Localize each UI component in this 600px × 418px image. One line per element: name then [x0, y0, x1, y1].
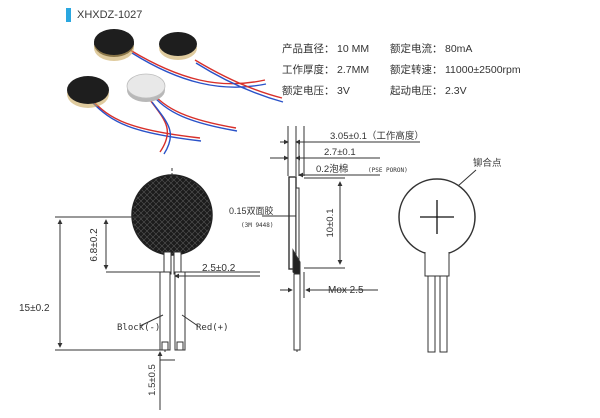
tape-label: 0.15双面胶: [229, 205, 274, 216]
spec-current: 额定电流：80mA: [390, 43, 473, 55]
wire-red-label: Red(+): [196, 323, 229, 333]
model-label: XHXDZ-1027: [77, 9, 143, 21]
dim-total-label: 15±0.2: [19, 303, 50, 314]
side-view: [262, 126, 420, 352]
dim-thick-label: 2.7±0.1: [324, 147, 356, 158]
dim-work-label: 3.05±0.1（工作高度）: [330, 130, 424, 142]
model-header: XHXDZ-1027: [66, 8, 142, 22]
wire-black-label: Block(-): [117, 323, 160, 333]
back-view: [398, 169, 477, 353]
dim-wire-label: 1.5±0.5: [147, 364, 158, 396]
dim-max-label: Mox 2.5: [328, 285, 364, 296]
spec-speed: 额定转速：11000±2500rpm: [390, 64, 521, 76]
dim-foam-label: 0.2泡棉: [316, 163, 348, 175]
dim-head-label: 6.8±0.2: [89, 228, 100, 262]
accent-bar: [66, 8, 71, 22]
dim-pitch-label: 2.5±0.2: [202, 263, 236, 274]
spec-start-voltage: 起动电压：2.3V: [390, 85, 467, 97]
tape-note: (3M 9448): [241, 222, 274, 229]
dim-dia-label: 10±0.1: [325, 209, 336, 238]
spec-thickness: 工作厚度：2.7MM: [282, 64, 370, 76]
product-photo: [67, 29, 284, 155]
spec-diameter: 产品直径：10 MM: [282, 43, 370, 55]
foam-note: (PSE PORON): [368, 167, 408, 174]
front-view: [55, 168, 260, 410]
spec-voltage: 额定电压：3V: [282, 85, 350, 97]
rivet-label: 铆合点: [473, 157, 502, 169]
